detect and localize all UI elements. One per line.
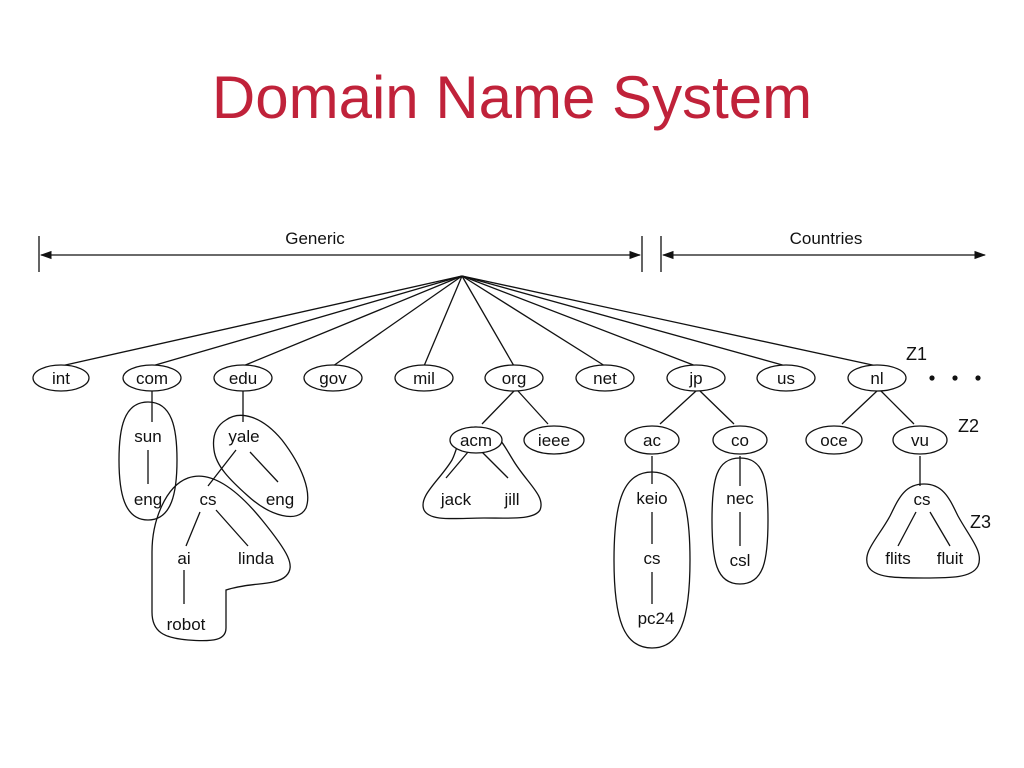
zone-label-z1: Z1	[906, 344, 927, 364]
node-int: int	[32, 364, 90, 392]
subtree-edges	[147, 390, 951, 604]
svg-text:ieee: ieee	[538, 431, 570, 450]
node-mil: mil	[394, 364, 454, 392]
node-jp-keio-cs: cs	[644, 549, 661, 568]
svg-text:ac: ac	[643, 431, 661, 450]
root-edges	[60, 275, 878, 367]
svg-text:net: net	[593, 369, 617, 388]
node-jp-co-nec: nec	[726, 489, 754, 508]
node-jp-ac: ac	[624, 425, 680, 455]
node-nl-cs-flits: flits	[885, 549, 911, 568]
generic-range-indicator: Generic	[38, 228, 643, 272]
node-jp-co: co	[712, 425, 768, 455]
svg-text:nl: nl	[870, 369, 883, 388]
node-edu-yale: yale	[228, 427, 259, 446]
node-org-acm-jack: jack	[440, 490, 472, 509]
svg-text:oce: oce	[820, 431, 847, 450]
node-org: org	[484, 364, 544, 392]
countries-range-indicator: Countries	[660, 228, 987, 272]
node-edu-cs-ai-robot: robot	[167, 615, 206, 634]
generic-label: Generic	[285, 229, 345, 248]
node-us: us	[756, 364, 816, 392]
svg-text:com: com	[136, 369, 168, 388]
node-jp-ac-keio: keio	[636, 489, 667, 508]
zone-label-z3: Z3	[970, 512, 991, 532]
node-gov: gov	[303, 364, 363, 392]
node-nl-cs-fluit: fluit	[937, 549, 964, 568]
node-jp: jp	[666, 364, 726, 392]
node-com: com	[122, 364, 182, 392]
zone-jp-nec	[711, 457, 769, 585]
node-jp-nec-csl: csl	[730, 551, 751, 570]
svg-text:co: co	[731, 431, 749, 450]
svg-text:gov: gov	[319, 369, 347, 388]
node-edu: edu	[213, 364, 273, 392]
zone-edu-yale	[212, 414, 309, 518]
node-org-acm-jill: jill	[503, 490, 519, 509]
node-edu-cs-ai: ai	[177, 549, 190, 568]
node-edu-yale-cs: cs	[200, 490, 217, 509]
svg-text:int: int	[52, 369, 70, 388]
svg-text:us: us	[777, 369, 795, 388]
svg-text:edu: edu	[229, 369, 257, 388]
slide-title: Domain Name System	[211, 64, 813, 131]
node-nl: nl	[847, 364, 907, 392]
svg-text:vu: vu	[911, 431, 929, 450]
node-com-sun: sun	[134, 427, 161, 446]
svg-text:mil: mil	[413, 369, 435, 388]
node-org-ieee: ieee	[523, 425, 585, 455]
svg-text:jp: jp	[688, 369, 702, 388]
node-nl-vu: vu	[892, 425, 948, 455]
zone-nl-cs	[866, 483, 981, 579]
zone-edu-cs	[151, 475, 291, 642]
node-com-sun-eng: eng	[134, 490, 162, 509]
node-org-acm: acm	[449, 426, 503, 454]
node-nl-oce: oce	[805, 425, 863, 455]
node-edu-cs-linda: linda	[238, 549, 274, 568]
node-edu-yale-eng: eng	[266, 490, 294, 509]
node-nl-vu-cs: cs	[914, 490, 931, 509]
svg-text:acm: acm	[460, 431, 492, 450]
zone-label-z2: Z2	[958, 416, 979, 436]
svg-text:org: org	[502, 369, 527, 388]
zone-com-sun	[118, 401, 178, 521]
node-jp-cs-pc24: pc24	[638, 609, 675, 628]
countries-label: Countries	[790, 229, 863, 248]
node-net: net	[575, 364, 635, 392]
more-domains-ellipsis	[929, 375, 981, 381]
zone-org-acm	[422, 426, 542, 520]
zone-jp-keio	[613, 471, 691, 649]
